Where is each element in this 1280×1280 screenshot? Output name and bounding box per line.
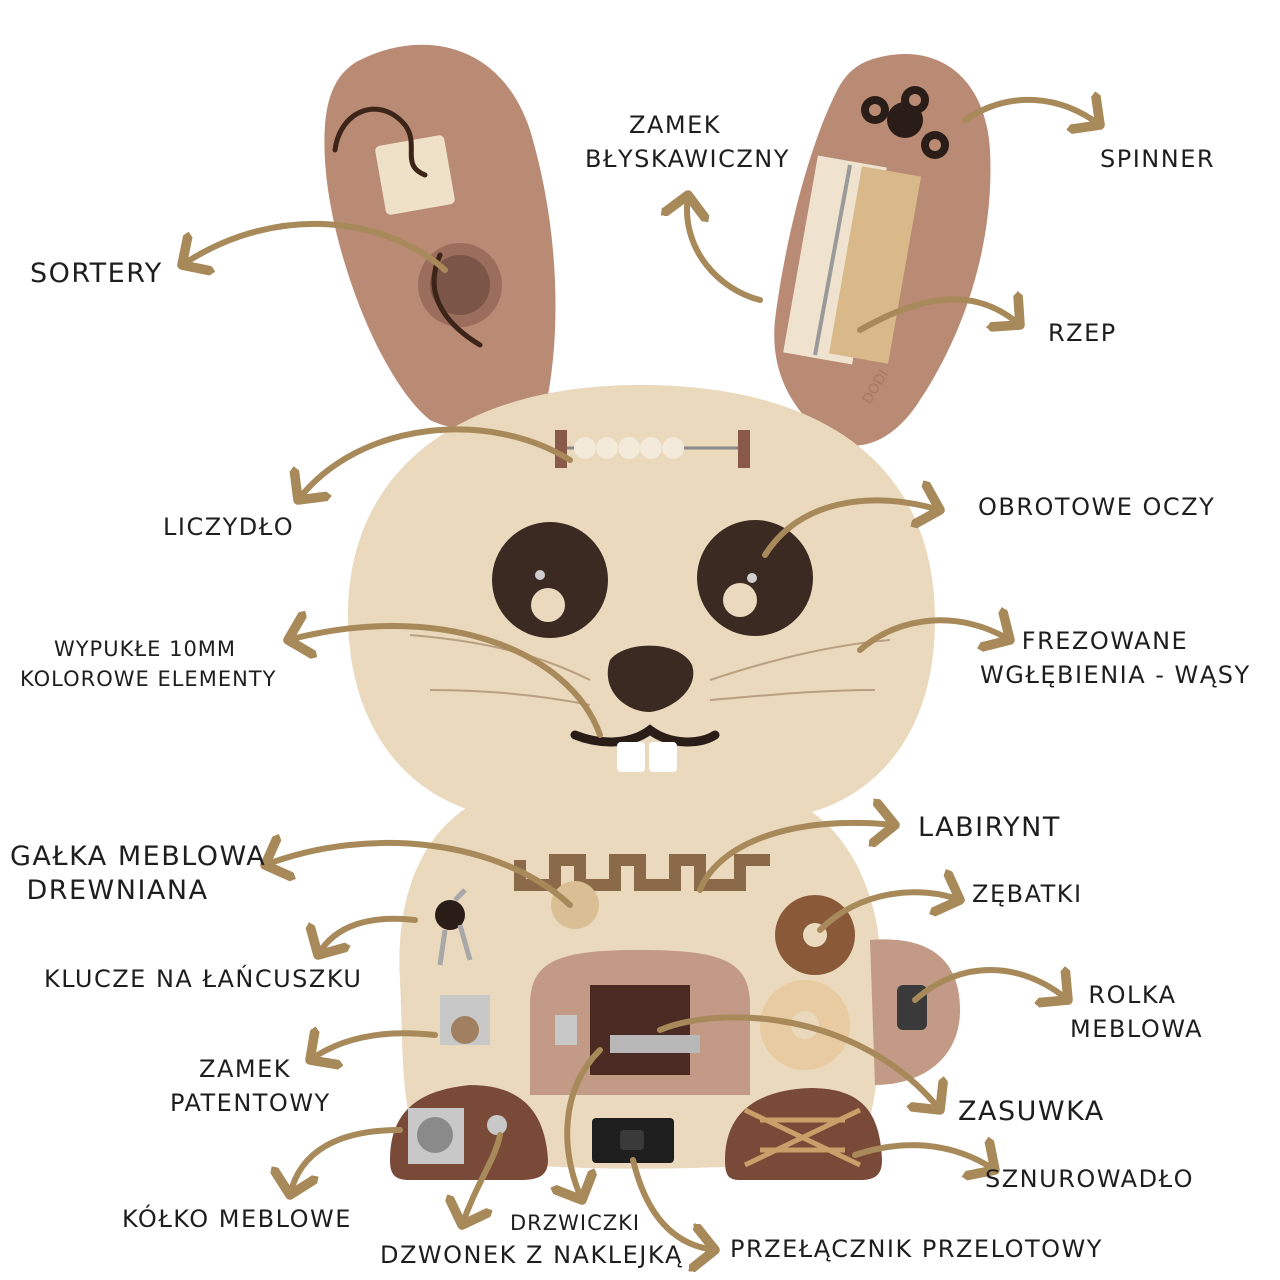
arrow-sortery — [182, 220, 448, 270]
velcro-strip — [828, 166, 922, 364]
arrow-sznurowadlo — [852, 1145, 995, 1170]
label-zamek-patentowy-line2: PATENTOWY — [170, 1089, 331, 1117]
label-klucze: KLUCZE NA ŁAŃCUSZKU — [44, 965, 363, 993]
label-sznurowadlo: SZNUROWADŁO — [985, 1165, 1194, 1193]
arrow-oczy — [762, 500, 940, 558]
door-window — [590, 985, 690, 1075]
callout-arrows — [182, 100, 1100, 1250]
arrow-rolka — [912, 970, 1068, 1000]
label-dzwonek: DZWONEK Z NAKLEJKĄ — [380, 1241, 683, 1269]
mouth — [570, 724, 720, 747]
tooth-left — [617, 742, 645, 772]
label-zebatki: ZĘBATKI — [972, 880, 1083, 908]
bunny-head — [348, 385, 935, 827]
label-zasuwka: ZASUWKA — [958, 1096, 1105, 1127]
label-galka: GAŁKA MEBLOWA DREWNIANA — [10, 840, 267, 908]
label-wypukle-line1: WYPUKŁE 10MM — [53, 637, 237, 661]
slide-latch — [610, 1035, 700, 1053]
label-spinner: SPINNER — [1100, 145, 1216, 173]
label-labirynt: LABIRYNT — [918, 812, 1061, 843]
tooth-right — [649, 742, 677, 772]
label-sortery: SORTERY — [30, 258, 163, 289]
arrow-drzwiczki — [567, 1047, 603, 1200]
label-kolko: KÓŁKO MEBLOWE — [122, 1205, 352, 1233]
arrow-zebatki — [817, 892, 960, 933]
sorter-square — [375, 135, 455, 215]
right-eye — [697, 520, 813, 636]
patent-lock-icon — [440, 995, 490, 1045]
lacing-string — [332, 106, 483, 348]
arrow-liczydlo — [298, 426, 573, 500]
arrow-dzwonek — [462, 1132, 503, 1225]
label-frezowane-line1: FREZOWANE — [1021, 627, 1189, 655]
wooden-knob — [551, 881, 599, 929]
arrow-zamek-patentowy — [310, 1033, 438, 1060]
label-rolka: ROLKA MEBLOWA — [1070, 978, 1204, 1046]
label-zamek-patentowy: ZAMEK PATENTOWY — [170, 1052, 331, 1120]
arrow-kolko — [290, 1127, 403, 1195]
caster-wheel-icon — [408, 1108, 464, 1164]
label-zamek-blyskawiczny: ZAMEK BŁYSKAWICZNY — [585, 108, 790, 176]
arrow-spinner — [962, 100, 1100, 125]
left-eye — [492, 522, 608, 638]
label-galka-line1: GAŁKA MEBLOWA — [10, 841, 267, 872]
label-galka-line2: DREWNIANA — [26, 875, 209, 906]
label-rolka-line1: ROLKA — [1088, 981, 1177, 1009]
label-zamek-patentowy-line1: ZAMEK — [199, 1055, 291, 1083]
label-frezowane-line2: WGŁĘBIENIA - WĄSY — [980, 661, 1251, 689]
label-wypukle-line2: KOLOROWE ELEMENTY — [20, 667, 277, 691]
keys-icon — [435, 888, 473, 966]
left-ear — [324, 44, 556, 429]
label-zamek-line2: BŁYSKAWICZNY — [585, 145, 790, 173]
right-ear: DODI — [774, 54, 991, 446]
label-liczydlo: LICZYDŁO — [163, 513, 295, 541]
bell-icon — [487, 1115, 507, 1135]
label-rzep: RZEP — [1048, 319, 1117, 347]
spinner-icon — [861, 86, 949, 159]
nose — [607, 645, 694, 712]
arrow-rzep — [857, 299, 1020, 333]
label-frezowane: FREZOWANE WGŁĘBIENIA - WĄSY — [980, 624, 1251, 692]
arrow-wypukle — [288, 626, 603, 738]
label-rolka-line2: MEBLOWA — [1070, 1015, 1204, 1043]
arrow-zamek — [687, 195, 763, 303]
label-przelacznik: PRZEŁĄCZNIK PRZELOTOWY — [730, 1235, 1103, 1263]
arrow-zasuwka — [657, 1014, 940, 1110]
arrow-frezowane — [857, 620, 1010, 653]
arrow-galka — [265, 843, 573, 908]
label-obrotowe-oczy: OBROTOWE OCZY — [978, 493, 1216, 521]
label-wypukle: WYPUKŁE 10MM KOLOROWE ELEMENTY — [20, 634, 277, 694]
labyrinth-track — [514, 854, 770, 891]
label-zamek-line1: ZAMEK — [629, 111, 721, 139]
shoelace — [743, 1107, 862, 1168]
label-drzwiczki: DRZWICZKI — [510, 1211, 641, 1235]
arrow-klucze — [318, 915, 418, 955]
arrow-przelacznik — [630, 1157, 715, 1250]
arrow-labirynt — [697, 823, 895, 893]
